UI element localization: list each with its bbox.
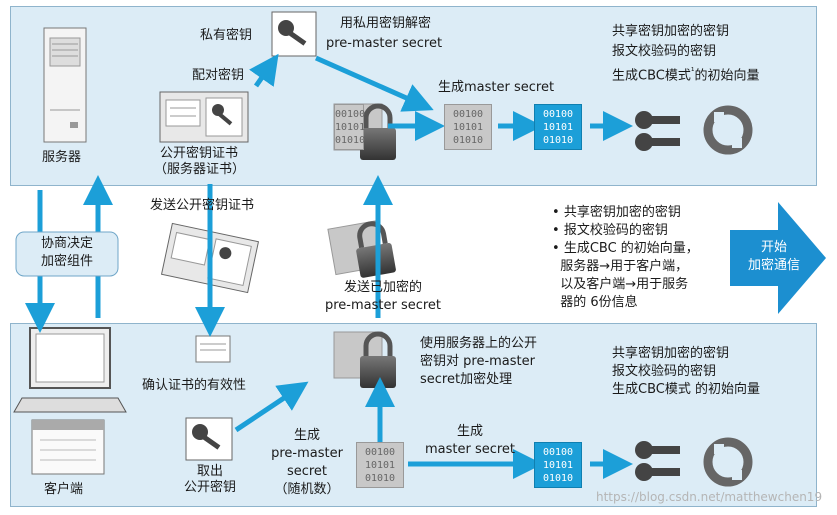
certificate-icon	[159, 91, 249, 143]
negotiate-box	[15, 231, 119, 277]
decrypt-label-2: pre-master secret	[326, 36, 443, 51]
server-shared-keys-3b: 的初始向量	[694, 68, 760, 84]
gen-pre-label: 生成	[293, 428, 320, 443]
client-shared-keys-2: 报文校验码的密钥	[612, 364, 717, 379]
start-label-2: 加密通信	[747, 258, 800, 273]
encrypt-label-2: 密钥对 pre-master	[420, 354, 535, 369]
gen-pre-label-2: pre-master	[271, 446, 343, 461]
send-cert-label: 发送公开密钥证书	[150, 198, 255, 213]
footnote-mark: ¹	[690, 67, 695, 77]
flow-arrows	[25, 53, 633, 479]
gen-pre-label-4: （随机数）	[274, 482, 340, 497]
gen-pre-label-3: secret	[286, 464, 328, 479]
info-item-text: 服务器→用于客户端，	[560, 259, 689, 274]
key-icon	[271, 11, 317, 57]
server-shared-keys-2: 报文校验码的密钥	[612, 44, 717, 59]
client-panel	[10, 323, 817, 507]
info-item-text: 器的 6份信息	[560, 295, 638, 310]
info-item-text: 共享密钥加密的密钥	[563, 205, 681, 220]
gen-master-label: 生成master secret	[438, 80, 555, 95]
server-shared-keys-1: 共享密钥加密的密钥	[612, 24, 730, 39]
send-encrypted-label: 发送已加密的	[343, 280, 422, 295]
key-icon	[635, 441, 680, 481]
encrypt-label-3: secret加密处理	[420, 372, 513, 387]
info-item-text: 以及客户端→用于服务	[560, 277, 689, 292]
decrypt-label: 用私用密钥解密	[340, 16, 432, 31]
client-gen-master-label: 生成	[456, 424, 483, 439]
info-item: 器的 6份信息	[552, 294, 699, 312]
master-secret-bits: 00100 10101 01010	[534, 104, 582, 150]
lock-icon	[327, 220, 396, 278]
info-item: 服务器→用于客户端，	[552, 258, 699, 276]
pair-key-label: 配对密钥	[192, 68, 245, 83]
lock-icon	[333, 331, 396, 388]
info-item: • 生成CBC 的初始向量，	[552, 241, 699, 256]
cert-label: 公开密钥证书	[160, 146, 239, 161]
server-shared-keys-3: 生成CBC模式¹的初始向量	[612, 64, 759, 84]
start-label: 开始	[760, 240, 787, 255]
take-key-label: 取出	[196, 464, 223, 479]
server-shared-keys-3a: 生成CBC模式	[612, 68, 691, 84]
info-item: • 报文校验码的密钥	[552, 223, 668, 238]
info-item: • 共享密钥加密的密钥	[552, 205, 681, 220]
pre-master-secret-bits: 00100 10101 01010	[356, 442, 404, 488]
certificate-icon	[195, 335, 231, 363]
server-label: 服务器	[42, 150, 82, 165]
send-encrypted-label-2: pre-master secret	[324, 298, 442, 313]
info-list: • 共享密钥加密的密钥 • 报文校验码的密钥 • 生成CBC 的初始向量， 服务…	[552, 204, 699, 312]
client-shared-keys-1: 共享密钥加密的密钥	[612, 346, 730, 361]
laptop-icon	[13, 327, 127, 475]
pre-master-secret-bits: 00100 10101 01010	[444, 104, 492, 150]
negotiate-label-2: 加密组件	[40, 254, 93, 269]
cert-label-2: （服务器证书）	[154, 162, 246, 177]
client-shared-keys-3: 生成CBC模式 的初始向量	[612, 382, 760, 397]
key-icon	[185, 417, 233, 461]
verify-cert-label: 确认证书的有效性	[142, 378, 247, 393]
server-icon	[43, 27, 87, 143]
private-key-label: 私有密钥	[200, 28, 253, 43]
master-secret-bits: 00100 10101 01010	[534, 442, 582, 488]
negotiate-label: 协商决定	[40, 236, 93, 251]
info-item: 以及客户端→用于服务	[552, 276, 699, 294]
refresh-icon	[703, 437, 753, 487]
take-key-label-2: 公开密钥	[183, 480, 236, 495]
start-arrow	[730, 202, 826, 314]
key-icon	[635, 111, 680, 151]
pre-master-secret-bits: 00100 10101 01010	[334, 104, 365, 150]
encrypt-label: 使用服务器上的公开	[420, 336, 538, 351]
info-item-text: 报文校验码的密钥	[563, 223, 668, 238]
client-gen-master-label-2: master secret	[424, 442, 516, 457]
client-label: 客户端	[44, 482, 84, 497]
watermark: https://blog.csdn.net/matthewchen19	[596, 490, 823, 504]
info-item-text: 生成CBC 的初始向量，	[563, 241, 699, 256]
refresh-icon	[703, 105, 753, 155]
